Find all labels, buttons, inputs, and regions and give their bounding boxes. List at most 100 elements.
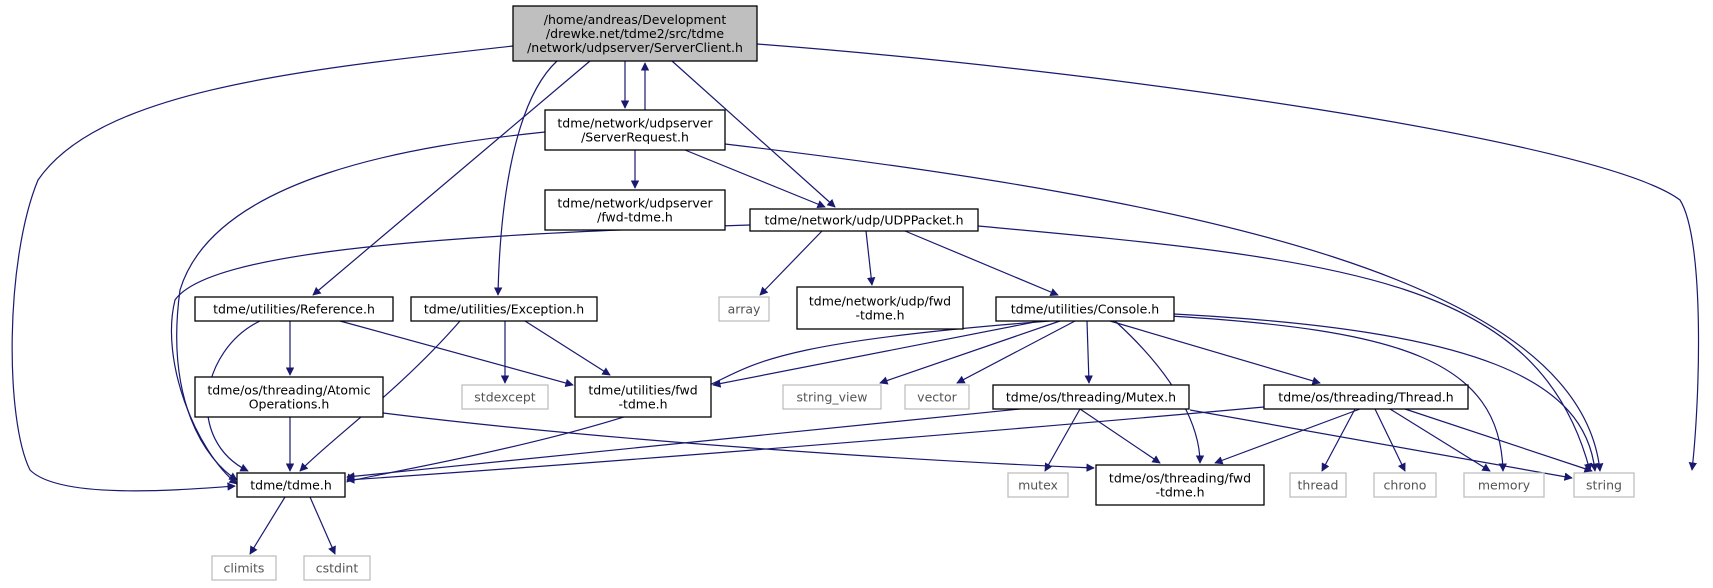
- node-label: tdme/os/threading/Atomic: [207, 383, 370, 398]
- node-label: tdme/os/threading/Mutex.h: [1006, 390, 1176, 405]
- node-box: [211, 555, 277, 581]
- edge-AtomicOps-to-threading_fwd: [382, 412, 1095, 472]
- node-box: [992, 384, 1190, 410]
- node-Mutex[interactable]: tdme/os/threading/Mutex.h: [992, 384, 1190, 410]
- node-array: array: [718, 296, 770, 322]
- edge-Thread-to-threading_fwd: [1214, 408, 1361, 465]
- node-label: tdme/network/udpserver: [557, 196, 713, 211]
- edge-Thread-to-thread: [1321, 408, 1356, 472]
- edge-ServerRequest-to-UDPPacket: [684, 149, 826, 209]
- node-mutex: mutex: [1007, 472, 1069, 498]
- edge-Console-to-string: [1173, 313, 1599, 472]
- edge-UDPPacket-to-Console: [904, 230, 1059, 296]
- node-string: string: [1573, 472, 1635, 498]
- node-label: tdme/utilities/Console.h: [1011, 302, 1159, 317]
- node-udpserver_fwd[interactable]: tdme/network/udpserver/fwd-tdme.h: [544, 189, 726, 231]
- node-label: mutex: [1018, 478, 1058, 493]
- edge-ServerClient-to-UDPPacket: [671, 60, 836, 208]
- node-label: /network/udpserver/ServerClient.h: [527, 40, 743, 55]
- edge-Console-to-memory: [1169, 315, 1507, 472]
- node-thread: thread: [1289, 472, 1347, 498]
- node-cstdint: cstdint: [303, 555, 371, 581]
- node-label: array: [728, 302, 761, 317]
- edge-ServerRequest-to-string: [724, 143, 1604, 472]
- node-box: [544, 189, 726, 231]
- node-label: cstdint: [316, 561, 359, 576]
- node-label: /fwd-tdme.h: [597, 210, 673, 225]
- node-label: string: [1586, 478, 1622, 493]
- node-box: [718, 296, 770, 322]
- node-box: [1373, 472, 1437, 498]
- edge-ServerClient-to-string: [756, 43, 1700, 471]
- node-box: [1289, 472, 1347, 498]
- node-box: [995, 296, 1175, 322]
- edge-Console-to-vector: [956, 320, 1076, 384]
- node-Exception[interactable]: tdme/utilities/Exception.h: [410, 296, 598, 322]
- edge-UDPPacket-to-array: [759, 230, 823, 296]
- edge-Exception-to-utilities_fwd: [524, 320, 611, 376]
- edge-Console-to-tdme_h: [346, 320, 1051, 483]
- edge-UDPPacket-to-tdme_h: [170, 224, 751, 485]
- node-box: [1095, 464, 1265, 506]
- edge-Reference-to-utilities_fwd: [339, 320, 574, 388]
- node-memory: memory: [1463, 472, 1545, 498]
- edge-tdme_h-to-climits: [249, 496, 286, 555]
- node-label: tdme/network/udpserver: [557, 116, 713, 131]
- node-label: tdme/utilities/fwd: [588, 383, 697, 398]
- edge-Mutex-to-string: [1189, 409, 1573, 481]
- edge-ServerRequest-to-tdme_h: [176, 131, 546, 481]
- node-box: [303, 555, 371, 581]
- node-ServerRequest[interactable]: tdme/network/udpserver/ServerRequest.h: [544, 109, 726, 151]
- edge-UDPPacket-to-udp_fwd: [865, 230, 876, 286]
- node-label: tdme/utilities/Exception.h: [424, 302, 584, 317]
- node-label: -tdme.h: [618, 397, 667, 412]
- node-box: [194, 376, 384, 418]
- node-Reference[interactable]: tdme/utilities/Reference.h: [194, 296, 394, 322]
- edge-tdme_h-to-cstdint: [309, 496, 336, 555]
- node-label: thread: [1298, 478, 1339, 493]
- node-label: tdme/tdme.h: [250, 478, 332, 493]
- node-tdme_h[interactable]: tdme/tdme.h: [236, 472, 346, 498]
- node-Console[interactable]: tdme/utilities/Console.h: [995, 296, 1175, 322]
- node-label: Operations.h: [249, 397, 330, 412]
- edge-ServerClient-to-Exception: [493, 60, 558, 296]
- node-box: [194, 296, 394, 322]
- edge-Console-to-string_view: [879, 320, 1061, 385]
- edge-Mutex-to-threading_fwd: [1079, 408, 1161, 464]
- node-box: [749, 208, 979, 232]
- node-threading_fwd[interactable]: tdme/os/threading/fwd-tdme.h: [1095, 464, 1265, 506]
- node-UDPPacket[interactable]: tdme/network/udp/UDPPacket.h: [749, 208, 979, 232]
- nodes: /home/andreas/Development/drewke.net/tdm…: [194, 5, 1635, 581]
- node-label: vector: [917, 390, 958, 405]
- node-utilities_fwd[interactable]: tdme/utilities/fwd-tdme.h: [574, 376, 712, 418]
- node-box: [796, 286, 964, 330]
- edges: [11, 43, 1700, 555]
- node-label: chrono: [1384, 478, 1427, 493]
- node-box: [461, 384, 549, 410]
- node-chrono: chrono: [1373, 472, 1437, 498]
- node-ServerClient[interactable]: /home/andreas/Development/drewke.net/tdm…: [512, 5, 758, 62]
- node-label: -tdme.h: [855, 308, 904, 323]
- node-label: /home/andreas/Development: [544, 12, 727, 27]
- node-box: [544, 109, 726, 151]
- node-label: climits: [224, 561, 265, 576]
- node-string_view: string_view: [782, 384, 882, 410]
- edge-ServerClient-to-tdme_h: [11, 45, 514, 492]
- node-label: tdme/utilities/Reference.h: [213, 302, 375, 317]
- edge-Console-to-utilities_fwd: [712, 320, 1041, 388]
- node-Thread[interactable]: tdme/os/threading/Thread.h: [1263, 384, 1469, 410]
- edge-ServerClient-to-Reference: [312, 60, 591, 296]
- node-label: tdme/network/udp/UDPPacket.h: [765, 213, 964, 228]
- edge-Thread-to-chrono: [1374, 408, 1406, 472]
- node-vector: vector: [904, 384, 970, 410]
- node-stdexcept: stdexcept: [461, 384, 549, 410]
- node-box: [782, 384, 882, 410]
- node-label: /drewke.net/tdme2/src/tdme: [546, 26, 724, 41]
- node-label: memory: [1478, 478, 1531, 493]
- node-label: /ServerRequest.h: [581, 130, 689, 145]
- node-box: [1463, 472, 1545, 498]
- node-udp_fwd[interactable]: tdme/network/udp/fwd-tdme.h: [796, 286, 964, 330]
- node-box: [904, 384, 970, 410]
